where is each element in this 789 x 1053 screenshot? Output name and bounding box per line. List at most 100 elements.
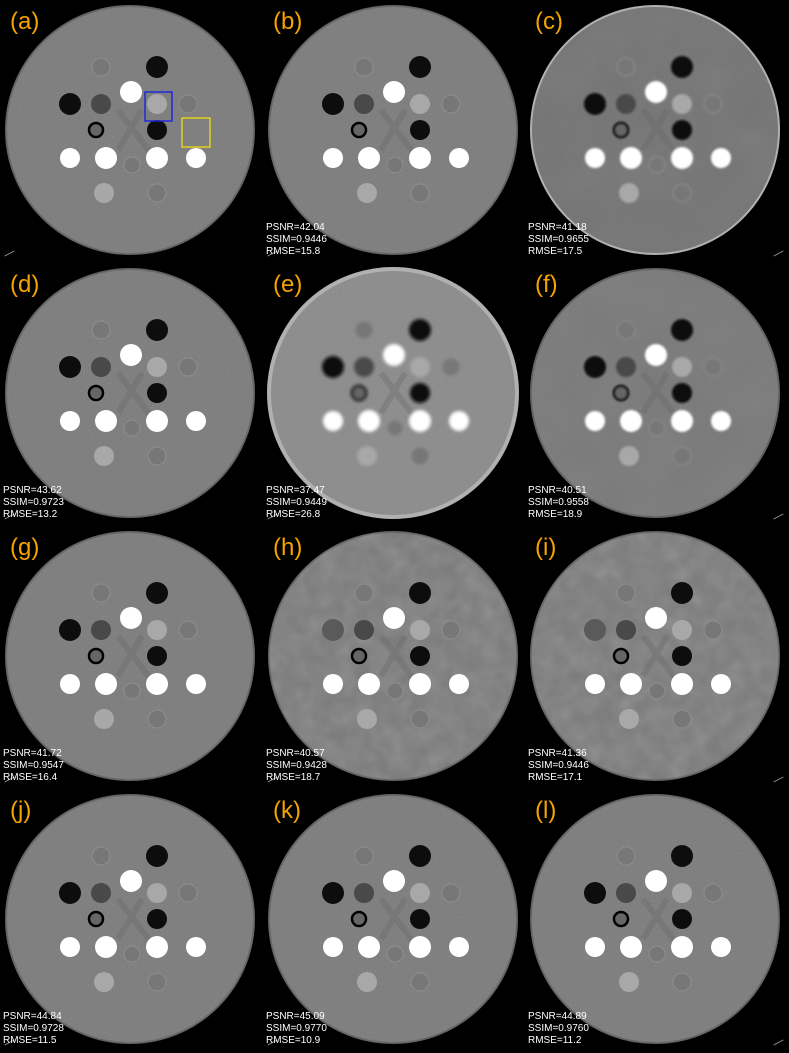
faint-insert-top-left	[616, 583, 636, 603]
dark-insert-center	[672, 120, 692, 140]
dark-insert-center	[147, 120, 167, 140]
dark-insert-top-right	[671, 582, 693, 604]
faint-insert-top-left	[91, 320, 111, 340]
dark-insert-top-right	[146, 845, 168, 867]
bright-insert-row-1	[585, 148, 605, 168]
metric-rmse: RMSE=17.5	[528, 246, 583, 257]
panel-a: (a)	[0, 0, 262, 262]
metric-rmse: RMSE=16.4	[3, 772, 58, 783]
dark-insert-top-right	[409, 319, 431, 341]
roi-box-blue	[144, 91, 173, 122]
dark-insert-center	[410, 909, 430, 929]
bright-insert-top	[645, 870, 667, 892]
faint-insert-center-bottom	[648, 945, 666, 963]
light-insert-center-right	[410, 357, 430, 377]
dark-insert-center	[672, 383, 692, 403]
mid-insert-left	[91, 883, 111, 903]
metric-ssim: SSIM=0.9446	[266, 234, 327, 245]
ring-insert	[87, 121, 105, 139]
bright-insert-row-1	[585, 411, 605, 431]
dark-insert-top-right	[409, 56, 431, 78]
noise-texture	[6, 6, 254, 254]
metric-ssim: SSIM=0.9547	[3, 760, 64, 771]
light-insert-bottom	[357, 183, 377, 203]
faint-insert-bottom-right	[147, 972, 167, 992]
ring-insert	[612, 384, 630, 402]
faint-insert-right	[178, 94, 198, 114]
ring-insert	[87, 384, 105, 402]
bright-insert-row-2	[95, 147, 117, 169]
faint-insert-center-bottom	[386, 156, 404, 174]
mid-insert-left	[354, 620, 374, 640]
mid-insert-left	[354, 94, 374, 114]
bright-insert-top	[120, 607, 142, 629]
dark-insert-top-right	[671, 319, 693, 341]
faint-insert-right	[441, 357, 461, 377]
noise-texture	[531, 795, 779, 1043]
light-insert-center-right	[672, 357, 692, 377]
metric-psnr: PSNR=37.47	[266, 485, 325, 496]
panel-label: (l)	[535, 797, 557, 824]
mid-insert-left	[91, 94, 111, 114]
light-insert-bottom	[94, 446, 114, 466]
light-insert-center-right	[147, 94, 167, 114]
ct-phantom-image	[5, 5, 255, 255]
light-insert-bottom	[619, 183, 639, 203]
dark-insert-left	[59, 619, 81, 641]
faint-insert-bottom-right	[147, 183, 167, 203]
light-insert-center-right	[147, 883, 167, 903]
dark-insert-left	[584, 882, 606, 904]
faint-insert-right	[703, 357, 723, 377]
metric-psnr: PSNR=40.51	[528, 485, 587, 496]
faint-insert-right	[441, 883, 461, 903]
mid-insert-left	[354, 357, 374, 377]
light-insert-bottom	[94, 709, 114, 729]
faint-insert-top-left	[91, 57, 111, 77]
faint-insert-center-bottom	[123, 945, 141, 963]
ring-insert	[87, 647, 105, 665]
bright-insert-row-3	[146, 410, 168, 432]
light-insert-bottom	[94, 972, 114, 992]
metric-psnr: PSNR=44.89	[528, 1011, 587, 1022]
noise-texture	[531, 6, 779, 254]
bright-insert-row-2	[95, 673, 117, 695]
dark-insert-top-right	[409, 582, 431, 604]
panel-label: (a)	[10, 8, 40, 35]
bright-insert-row-4	[711, 411, 731, 431]
ring-insert	[87, 910, 105, 928]
ct-phantom-image	[5, 531, 255, 781]
dark-insert-top-right	[671, 56, 693, 78]
bright-insert-top	[645, 344, 667, 366]
bright-insert-row-2	[620, 936, 642, 958]
dark-insert-left	[322, 93, 344, 115]
panel-label: (c)	[535, 8, 563, 35]
metric-ssim: SSIM=0.9760	[528, 1023, 589, 1034]
metric-rmse: RMSE=18.9	[528, 509, 583, 520]
ring-insert	[350, 384, 368, 402]
metric-rmse: RMSE=13.2	[3, 509, 58, 520]
mid-insert-left	[616, 620, 636, 640]
faint-insert-center-bottom	[648, 682, 666, 700]
dark-insert-top-right	[146, 582, 168, 604]
metric-ssim: SSIM=0.9446	[528, 760, 589, 771]
faint-insert-bottom-right	[672, 972, 692, 992]
light-insert-bottom	[619, 446, 639, 466]
faint-insert-right	[178, 883, 198, 903]
bright-insert-row-1	[585, 674, 605, 694]
bright-insert-row-3	[671, 147, 693, 169]
faint-insert-top-left	[91, 583, 111, 603]
